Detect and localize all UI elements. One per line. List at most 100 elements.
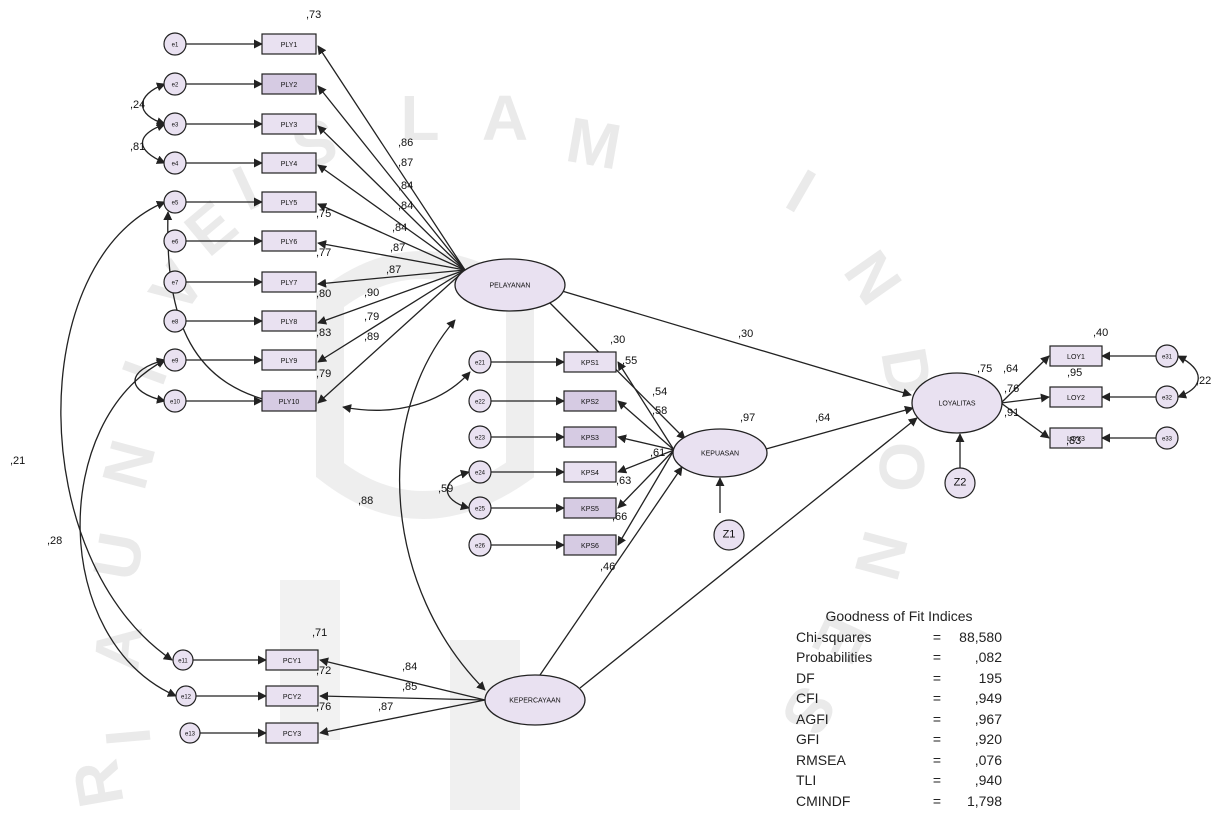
error-e33 (1155, 426, 1179, 450)
indicator-ply5 (261, 191, 317, 213)
loading-arrow (317, 269, 466, 363)
estimate-label: ,59 (438, 483, 453, 495)
estimate-label: ,87 (386, 264, 401, 276)
fit-eq: = (932, 628, 942, 645)
latent-pelayanan-label: PELAYANAN (490, 283, 531, 290)
error-e7-label: e7 (172, 281, 179, 287)
error-e6-label: e6 (172, 240, 179, 246)
error-e3-label: e3 (172, 123, 179, 129)
error-e21-label: e21 (475, 361, 486, 367)
estimate-label: ,40 (1093, 327, 1108, 339)
estimate-label: ,63 (616, 475, 631, 487)
error-e23 (468, 425, 492, 449)
fit-name: Probabilities (796, 649, 873, 665)
estimate-label: ,76 (316, 701, 331, 713)
latent-pelayanan (454, 258, 566, 312)
loading-arrow (317, 203, 466, 271)
estimate-label: ,97 (740, 412, 755, 424)
latent-kepercayaan-label: KEPERCAYAAN (509, 698, 560, 705)
error-e26 (468, 533, 492, 557)
fit-name: CFI (796, 690, 819, 706)
disturbance-z2 (944, 467, 976, 499)
fit-val: ,082 (974, 649, 1002, 665)
error-e11 (172, 649, 194, 671)
estimate-label: ,46 (600, 561, 615, 573)
error-e31-label: e31 (1162, 355, 1173, 361)
indicator-ply8 (261, 310, 317, 332)
loading-arrow (1000, 393, 1050, 404)
cov-long2 (79, 359, 177, 697)
indicator-kps2-label: KPS2 (581, 399, 599, 406)
error-e4 (163, 151, 187, 175)
estimate-label: ,66 (612, 511, 627, 523)
indicator-kps1 (563, 351, 617, 373)
indicator-loy1-label: LOY1 (1067, 354, 1085, 361)
error-e5-label: e5 (172, 201, 179, 207)
fit-row: TLI=,940 (796, 770, 1002, 791)
error-e8 (163, 309, 187, 333)
watermark-letter: I (91, 725, 164, 749)
estimate-label: ,22 (1196, 375, 1211, 387)
estimate-label: ,91 (1004, 407, 1019, 419)
fit-eq: = (932, 649, 942, 665)
fit-eq: = (932, 690, 942, 706)
indicator-kps2 (563, 390, 617, 412)
estimate-label: ,87 (378, 701, 393, 713)
cov-pel-pcy (399, 319, 486, 691)
estimate-label: ,73 (306, 9, 321, 21)
error-e24 (468, 460, 492, 484)
error-e11-label: e11 (178, 659, 188, 665)
watermark-letter: L (400, 82, 439, 154)
error-e3 (163, 112, 187, 136)
indicator-pcy1 (265, 649, 319, 671)
loading-arrow (617, 449, 675, 474)
disturbance-z2-label: Z2 (954, 477, 967, 489)
fit-val: 195 (978, 669, 1002, 686)
indicator-kps5-label: KPS5 (581, 506, 599, 513)
fit-row: Chi-squares=88,580 (796, 627, 1002, 648)
indicator-ply9-label: PLY9 (281, 358, 298, 365)
fit-val: ,949 (974, 690, 1002, 706)
error-e10-label: e10 (170, 400, 181, 406)
loading-arrow (617, 434, 675, 451)
estimate-label: ,21 (10, 455, 25, 467)
estimate-label: ,30 (738, 328, 753, 340)
indicator-pcy3-label: PCY3 (283, 731, 301, 738)
indicator-pcy2-label: PCY2 (283, 694, 301, 701)
estimate-label: ,71 (312, 627, 327, 639)
estimate-label: ,76 (1004, 383, 1019, 395)
cov-e31-e32 (1177, 355, 1199, 399)
indicator-kps1-label: KPS1 (581, 360, 599, 367)
loading-arrow (1000, 402, 1050, 439)
error-e12 (175, 685, 197, 707)
error-e2 (163, 72, 187, 96)
error-e6 (163, 229, 187, 253)
latent-loyalitas (911, 372, 1003, 434)
estimate-label: ,75 (316, 208, 331, 220)
fit-eq: = (932, 669, 942, 686)
fit-row: AGFI=,967 (796, 709, 1002, 730)
path-kep-loy (765, 405, 914, 450)
estimate-label: ,84 (402, 661, 417, 673)
indicator-ply4-label: PLY4 (281, 161, 298, 168)
fit-row: Probabilities = ,082 (796, 647, 1002, 668)
fit-eq: = (932, 751, 942, 768)
estimate-label: ,84 (392, 222, 407, 234)
loading-arrow (317, 125, 466, 271)
watermark-letter: N (88, 433, 170, 496)
estimate-label: ,81 (130, 141, 145, 153)
indicator-loy2 (1049, 386, 1103, 408)
indicator-ply10 (261, 390, 317, 412)
watermark-letter: I (775, 155, 826, 226)
estimate-label: ,84 (398, 200, 413, 212)
fit-row: CFI = ,949 (796, 688, 1002, 709)
nodes: PLY1PLY2PLY3PLY4PLY5PLY6PLY7PLY8PLY9PLY1… (163, 32, 1179, 744)
indicator-ply10-label: PLY10 (279, 399, 300, 406)
estimate-label: ,85 (402, 681, 417, 693)
error-e7 (163, 270, 187, 294)
edges (60, 39, 1199, 738)
indicator-loy2-label: LOY2 (1067, 395, 1085, 402)
indicator-pcy1-label: PCY1 (283, 658, 301, 665)
latent-kepuasan (672, 428, 768, 478)
